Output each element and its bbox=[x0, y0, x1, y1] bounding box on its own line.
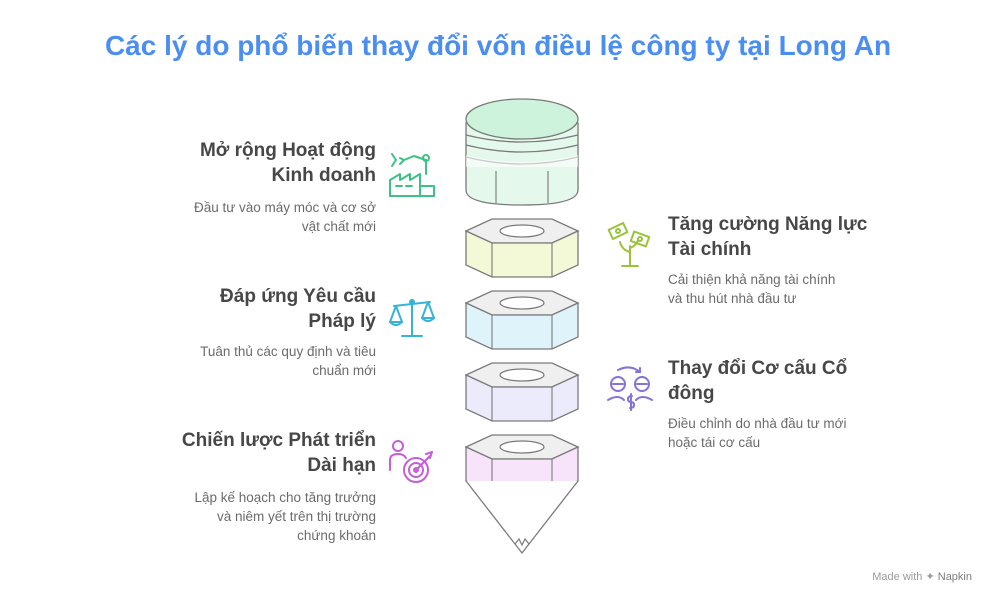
pencil-stack-diagram bbox=[464, 98, 580, 555]
page-title: Các lý do phổ biến thay đổi vốn điều lệ … bbox=[104, 30, 892, 61]
stack-segment-tip bbox=[465, 480, 579, 555]
item-2-heading: Tăng cường Năng lực Tài chính bbox=[668, 214, 868, 260]
item-3-heading: Đáp ứng Yêu cầu Pháp lý bbox=[220, 286, 376, 332]
stack-segment-nut-1 bbox=[464, 218, 580, 278]
item-4-heading: Thay đổi Cơ cấu Cổ đông bbox=[668, 358, 848, 404]
item-2-description: Cải thiện khả năng tài chính và thu hút … bbox=[668, 272, 836, 306]
napkin-logo-icon: ✦ bbox=[925, 571, 935, 583]
stack-segment-cap bbox=[465, 98, 579, 206]
item-5-description: Lập kế hoạch cho tăng trưởng và niêm yết… bbox=[194, 490, 376, 543]
person-target-icon bbox=[389, 440, 433, 483]
shareholders-exchange-icon bbox=[607, 366, 653, 411]
item-5-heading: Chiến lược Phát triển Dài hạn bbox=[181, 430, 376, 476]
scales-icon bbox=[389, 299, 435, 337]
item-1-heading: Mở rộng Hoạt động Kinh doanh bbox=[199, 140, 376, 186]
item-3-description: Tuân thủ các quy định và tiêu chuẩn mới bbox=[200, 344, 376, 378]
item-4-description: Điều chỉnh do nhà đầu tư mới hoặc tái cơ… bbox=[668, 416, 847, 450]
stack-segment-nut-2 bbox=[464, 290, 580, 350]
stack-segment-nut-3 bbox=[464, 362, 580, 422]
factory-robot-arm-icon bbox=[389, 153, 435, 197]
brand-watermark: Made with ✦ Napkin bbox=[872, 571, 972, 583]
money-plant-icon bbox=[607, 222, 651, 267]
item-1-description: Đầu tư vào máy móc và cơ sở vật chất mới bbox=[193, 200, 376, 234]
